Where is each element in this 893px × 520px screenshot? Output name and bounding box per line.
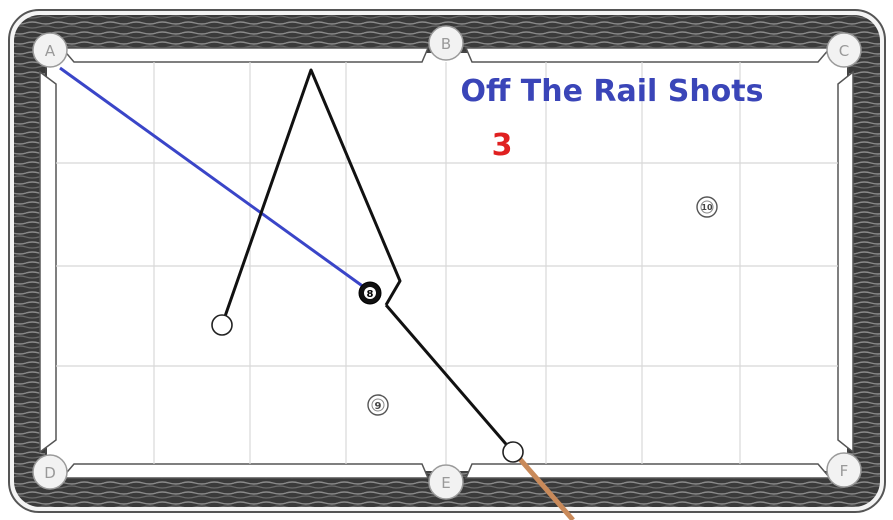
shot-number: 3 (492, 128, 513, 163)
pocket-b: B (428, 25, 464, 61)
cushions (39, 47, 854, 479)
eight-ball-number: 8 (367, 289, 374, 300)
object-ball-path-line (59, 66, 369, 292)
cushion-right (837, 70, 854, 454)
pocket-a-label: A (45, 42, 56, 60)
nine-ball-number: 9 (375, 401, 382, 412)
playing-surface (45, 51, 849, 473)
table-frame (8, 9, 886, 513)
eight-ball: 8 (358, 281, 382, 305)
cushion-left (39, 70, 57, 454)
pocket-e: E (428, 464, 464, 500)
cue-ball-rebound-path (220, 68, 402, 326)
pocket-d: D (32, 454, 68, 490)
pocket-c: C (826, 32, 862, 68)
ten-ball-number: 10 (701, 203, 713, 212)
table-grid (56, 62, 838, 464)
cue-ball (502, 441, 524, 463)
cue-stick (517, 456, 575, 520)
ten-ball: 10 (696, 196, 718, 218)
ghost-cue-ball (211, 314, 233, 336)
pocket-f: F (826, 452, 862, 488)
pocket-b-label: B (441, 35, 451, 53)
diagram-title: Off The Rail Shots (461, 74, 764, 109)
cushion-top-right (464, 47, 832, 63)
pocket-c-label: C (839, 42, 849, 60)
cushion-top-left (60, 47, 430, 63)
pocket-a: A (32, 32, 68, 68)
pocket-d-label: D (44, 464, 56, 482)
cushion-bottom-left (60, 463, 430, 479)
cushion-bottom-right (464, 463, 832, 479)
pockets: A B C D E F (32, 25, 862, 500)
cue-ball-approach-line (384, 304, 514, 452)
pocket-e-label: E (441, 474, 450, 492)
nine-ball: 9 (367, 394, 389, 416)
pocket-f-label: F (840, 462, 849, 480)
